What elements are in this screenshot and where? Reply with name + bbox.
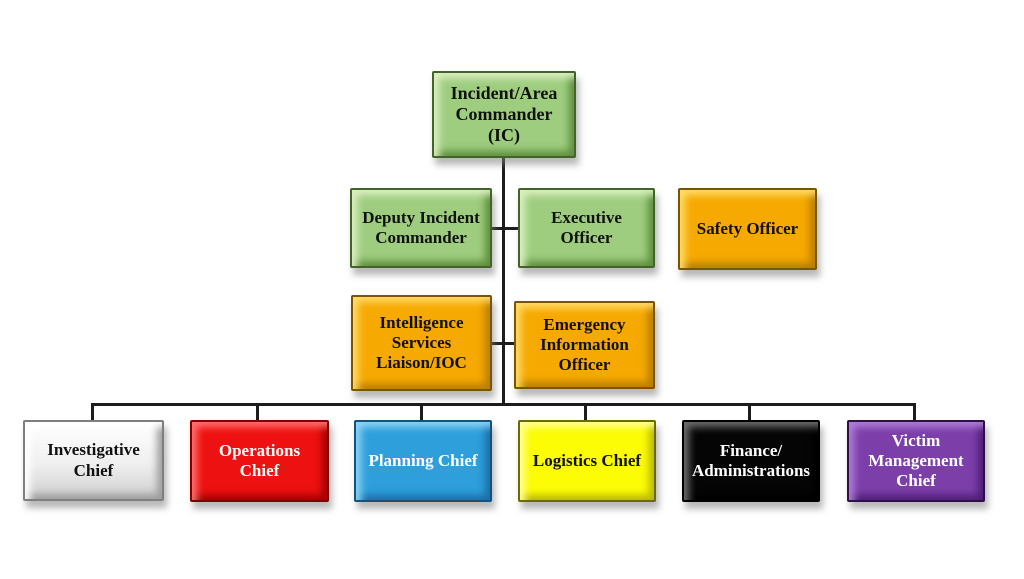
node-intelligence-services-liaison-ioc-label: Intelligence Services Liaison/IOC (376, 312, 467, 373)
node-incident-area-commander-label: Incident/Area Commander (IC) (450, 82, 558, 146)
node-operations-chief-label: Operations Chief (218, 440, 301, 480)
node-safety-officer: Safety Officer (678, 188, 817, 270)
connector-bottom-bar (91, 403, 916, 406)
connector-drop-victim (913, 403, 916, 421)
node-executive-officer-label: Executive Officer (551, 207, 622, 247)
connector-drop-finance (748, 403, 751, 421)
node-incident-area-commander: Incident/Area Commander (IC) (432, 71, 576, 158)
node-planning-chief: Planning Chief (354, 420, 492, 502)
connector-drop-logistics (584, 403, 587, 421)
node-investigative-chief: Investigative Chief (23, 420, 164, 501)
connector-drop-investigative (91, 403, 94, 421)
node-executive-officer: Executive Officer (518, 188, 655, 268)
node-operations-chief: Operations Chief (190, 420, 329, 502)
node-logistics-chief-label: Logistics Chief (532, 450, 642, 470)
node-victim-management-chief-label: Victim Management Chief (868, 430, 964, 491)
connector-trunk-vertical (502, 154, 505, 406)
node-emergency-information-officer: Emergency Information Officer (514, 301, 655, 389)
node-intelligence-services-liaison-ioc: Intelligence Services Liaison/IOC (351, 295, 492, 391)
connector-row2-stub (488, 227, 518, 230)
connector-drop-planning (420, 403, 423, 421)
node-victim-management-chief: Victim Management Chief (847, 420, 985, 502)
node-deputy-incident-commander-label: Deputy Incident Commander (362, 207, 480, 247)
node-finance-administrations-label: Finance/ Administrations (691, 440, 811, 480)
node-investigative-chief-label: Investigative Chief (47, 440, 140, 480)
node-deputy-incident-commander: Deputy Incident Commander (350, 188, 492, 268)
connector-row3-stub (488, 342, 514, 345)
node-safety-officer-label: Safety Officer (696, 218, 799, 238)
node-planning-chief-label: Planning Chief (368, 450, 478, 470)
connector-drop-operations (256, 403, 259, 421)
node-finance-administrations: Finance/ Administrations (682, 420, 820, 502)
node-emergency-information-officer-label: Emergency Information Officer (540, 314, 629, 375)
node-logistics-chief: Logistics Chief (518, 420, 656, 502)
